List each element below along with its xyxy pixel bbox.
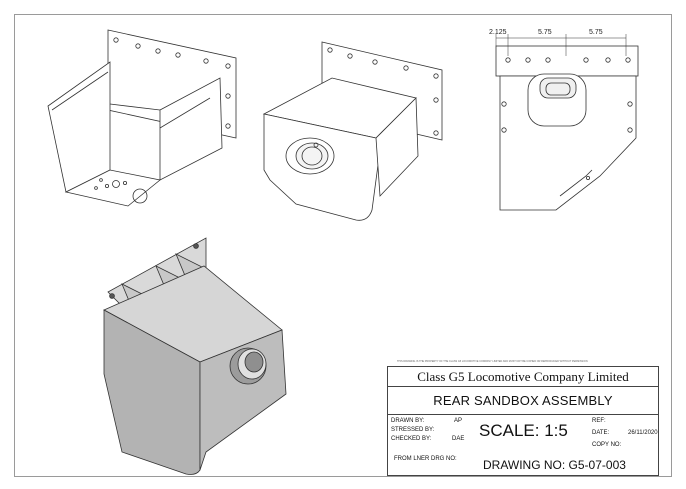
stressed-by-label: STRESSED BY:: [391, 427, 435, 433]
sheet-border: [14, 14, 672, 477]
title-block: Class G5 Locomotive Company Limited REAR…: [387, 366, 659, 476]
ref-label: REF:: [592, 418, 606, 424]
lner-drg-no-label: FROM LNER DRG NO:: [394, 456, 457, 462]
drawn-by-value: AP: [454, 418, 463, 424]
view-closed-box: [262, 41, 443, 221]
checked-by-label: CHECKED BY:: [391, 436, 432, 442]
dimension-1: 2.125: [489, 29, 507, 36]
drawn-by-label: DRAWN BY:: [391, 418, 425, 424]
checked-by-value: DAE: [452, 436, 465, 442]
property-notice: THIS DRAWING IS THE PROPERTY OF THE CLAS…: [397, 360, 588, 363]
date-label: DATE:: [592, 430, 610, 436]
drawing-number: DRAWING NO: G5-07-003: [483, 458, 626, 472]
dimension-3: 5.75: [589, 29, 603, 36]
date-value: 26/11/2020: [628, 430, 658, 436]
dimension-2: 5.75: [538, 29, 552, 36]
drawing-title: REAR SANDBOX ASSEMBLY: [388, 387, 658, 415]
view-open-box: [47, 29, 237, 207]
view-shaded-iso: [103, 237, 287, 475]
company-name: Class G5 Locomotive Company Limited: [388, 367, 658, 387]
view-front-elevation: [495, 34, 639, 211]
copy-no-label: COPY NO:: [592, 442, 622, 448]
scale: SCALE: 1:5: [479, 421, 568, 440]
